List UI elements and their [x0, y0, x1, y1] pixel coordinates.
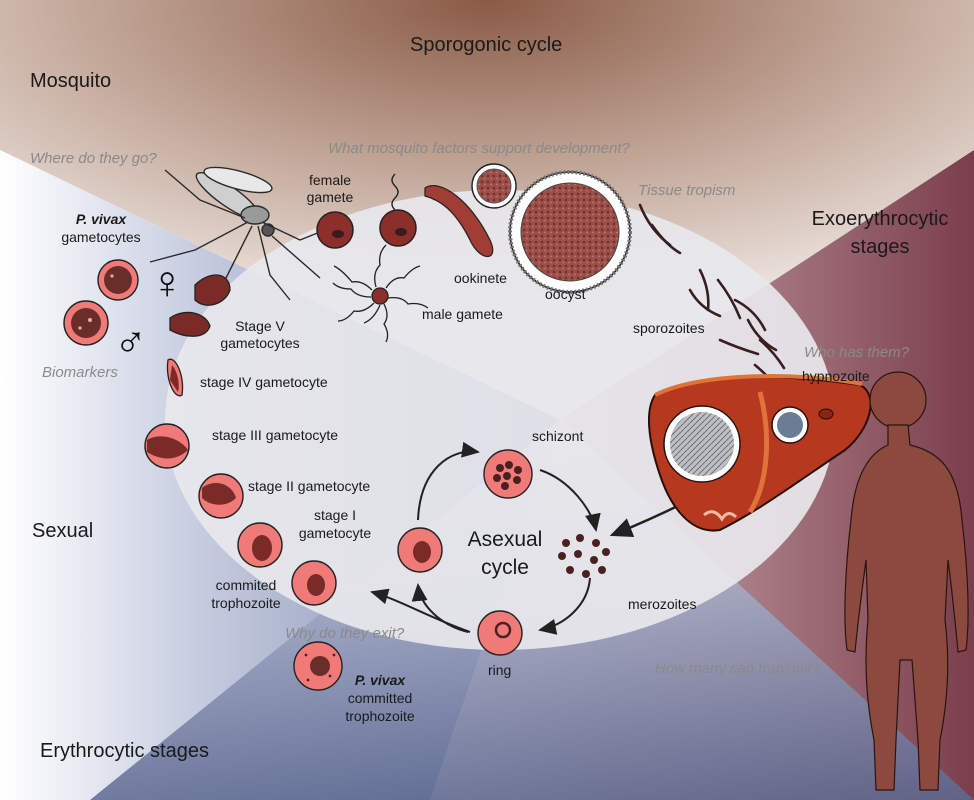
ookinete-icon	[424, 185, 494, 257]
label-schizont: schizont	[532, 428, 584, 444]
human-silhouette-icon	[844, 371, 969, 791]
oocyst-icon	[508, 170, 632, 294]
arrow-schizont-to-merozoites	[539, 469, 601, 532]
lifecycle-ellipse	[165, 190, 835, 650]
arrow-ring-to-trophozoite	[411, 583, 469, 633]
label-merozoites: merozoites	[628, 596, 697, 612]
label-vivax-troph-2: committed	[347, 690, 413, 706]
label-stage-ii: stage II gametocyte	[248, 478, 371, 494]
asexual-trophozoite-icon	[397, 527, 443, 573]
commited-trophozoite-icon	[291, 560, 337, 606]
sporozoites-icon	[638, 203, 786, 389]
label-ring: ring	[488, 662, 512, 678]
small-oocyst-icon	[471, 163, 517, 209]
question-tropism: Tissue tropism	[638, 182, 736, 199]
female-gamete-icon	[316, 173, 417, 249]
merozoites-icon	[558, 534, 610, 578]
title-exoerythrocytic-line2: stages	[850, 236, 910, 258]
vivax-committed-trophozoite-icon	[293, 641, 343, 691]
ring-stage-icon	[477, 610, 523, 656]
stage-iii-gametocyte-icon	[144, 423, 190, 469]
label-hypnozoite: hypnozoite	[802, 368, 870, 384]
male-symbol-icon: ♂	[114, 318, 147, 367]
label-vivax-troph-3: trophozoite	[345, 708, 415, 724]
question-who: Who has them?	[804, 344, 910, 361]
title-mosquito: Mosquito	[30, 70, 112, 92]
question-biomarkers: Biomarkers	[42, 364, 118, 381]
label-stage-v-2: gametocytes	[220, 335, 300, 351]
label-stage-iii: stage III gametocyte	[212, 427, 339, 443]
label-stage-i-2: gametocyte	[298, 525, 372, 541]
label-commited-2: trophozoite	[211, 595, 281, 611]
center-label-line2: cycle	[481, 556, 529, 579]
title-erythrocytic-stages: Erythrocytic stages	[40, 740, 209, 762]
question-transmit: How many can transmit?	[655, 660, 821, 677]
schizont-icon	[483, 449, 533, 499]
question-factors: What mosquito factors support developmen…	[328, 140, 630, 157]
arrow-merozoites-to-ring	[538, 577, 591, 635]
label-female-gamete-2: gamete	[306, 189, 354, 205]
label-vivax-gametocytes-rest: gametocytes	[61, 229, 141, 245]
stage-ii-gametocyte-icon	[198, 473, 244, 519]
arrow-ring-to-schizont	[417, 441, 480, 521]
stage-v-gametocytes-icon	[169, 274, 231, 337]
label-commited-1: commited	[215, 577, 277, 593]
label-stage-i-1: stage I	[313, 507, 357, 523]
title-sporogonic-cycle: Sporogonic cycle	[410, 34, 563, 56]
label-vivax-troph-italic: P. vivax	[354, 672, 406, 688]
question-exit: Why do they exit?	[285, 625, 405, 642]
stage-iv-parasite	[170, 365, 179, 392]
label-sporozoites: sporozoites	[633, 320, 705, 336]
label-male-gamete: male gamete	[422, 306, 503, 322]
center-label-line1: Asexual	[467, 528, 543, 551]
title-sexual: Sexual	[32, 520, 94, 542]
arrow-exit-to-committed	[370, 588, 471, 633]
title-exoerythrocytic-line1: Exoerythrocytic	[811, 208, 949, 230]
label-female-gamete-1: female	[308, 172, 352, 188]
label-ookinete: ookinete	[454, 270, 507, 286]
label-vivax-gametocytes-italic: P. vivax	[75, 211, 127, 227]
vivax-gametocytes-icon	[63, 259, 139, 346]
female-symbol-icon: ♀	[150, 256, 185, 308]
label-stage-iv: stage IV gametocyte	[200, 374, 328, 390]
stage-i-gametocyte-icon	[237, 522, 283, 568]
question-where: Where do they go?	[30, 150, 157, 167]
liver-icon	[647, 374, 872, 532]
label-stage-v-1: Stage V	[235, 318, 285, 334]
male-gamete-icon	[332, 244, 429, 343]
label-oocyst: oocyst	[545, 286, 586, 302]
